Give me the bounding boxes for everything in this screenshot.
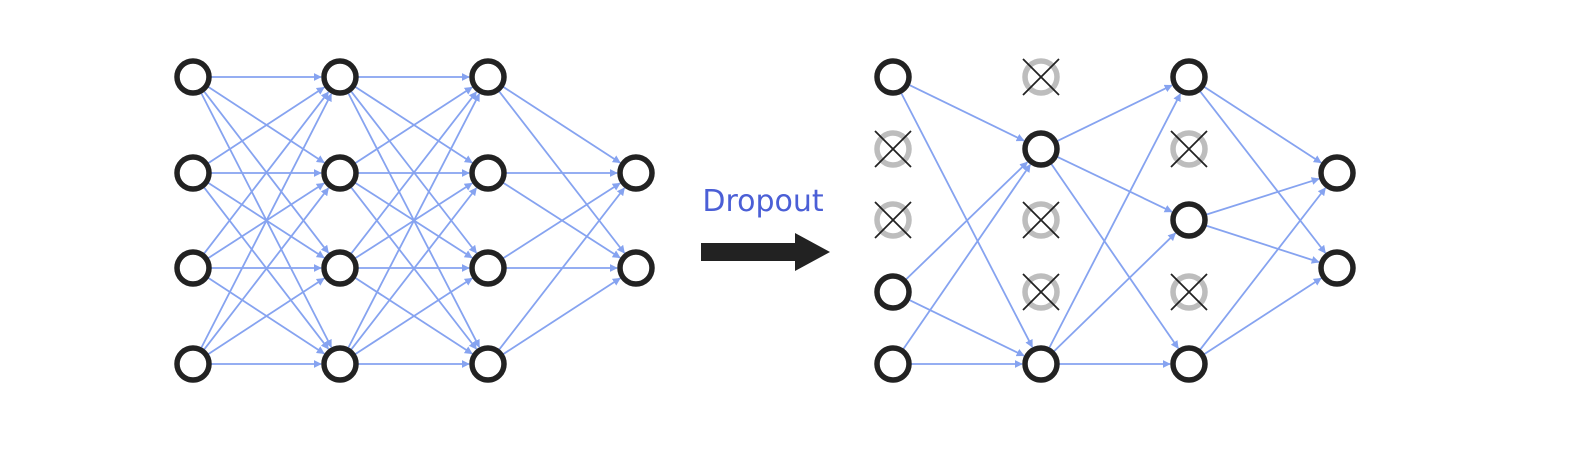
connection-edge — [347, 93, 481, 349]
dropped-neuron — [1022, 58, 1060, 96]
neuron — [469, 249, 507, 287]
connection-edge — [1203, 86, 1322, 164]
dropped-cross-icon — [874, 201, 912, 239]
dropped-neuron — [1170, 130, 1208, 168]
dropped-neuron — [1170, 273, 1208, 311]
full-network-nodes — [174, 58, 655, 383]
neuron — [1318, 249, 1356, 287]
connection-edge — [203, 187, 330, 351]
full-network — [174, 58, 655, 383]
neuron — [469, 58, 507, 96]
connection-edge — [502, 277, 621, 355]
dropped-cross-icon — [1022, 201, 1060, 239]
right-arrow-icon — [701, 233, 830, 271]
connection-edge — [350, 187, 478, 351]
dropout-network-edges — [900, 84, 1327, 368]
dropout-network-nodes — [874, 58, 1356, 383]
connection-edge — [908, 299, 1025, 357]
connection-edge — [905, 161, 1028, 281]
connection-edge — [1056, 84, 1173, 142]
neuron — [321, 154, 359, 192]
neuron — [617, 249, 655, 287]
neuron — [1318, 154, 1356, 192]
neuron — [321, 345, 359, 383]
connection-edge — [502, 182, 621, 260]
connection-edge — [1199, 90, 1327, 254]
connection-edge — [203, 91, 330, 255]
connection-edge — [908, 84, 1025, 142]
neuron — [469, 154, 507, 192]
full-network-edges — [200, 73, 626, 368]
dropped-neuron — [874, 201, 912, 239]
dropout-network — [874, 58, 1356, 383]
connection-edge — [502, 86, 621, 164]
connection-edge — [200, 93, 333, 349]
neuron — [321, 249, 359, 287]
neuron — [617, 154, 655, 192]
connection-edge — [1199, 187, 1327, 351]
connection-edge — [1050, 163, 1179, 349]
dropped-cross-icon — [1022, 58, 1060, 96]
connection-edge — [207, 277, 325, 355]
connection-edge — [1056, 155, 1173, 213]
neuron — [174, 58, 212, 96]
connection-edge — [1048, 93, 1182, 349]
connection-edge — [1205, 177, 1320, 216]
neuron — [469, 345, 507, 383]
dropped-neuron — [874, 130, 912, 168]
connection-edge — [207, 86, 325, 164]
neuron — [874, 58, 912, 96]
neuron — [1170, 201, 1208, 239]
dropout-transition: Dropout — [701, 184, 830, 271]
connection-edge — [498, 187, 626, 351]
connection-edge — [350, 91, 478, 255]
neuron — [174, 249, 212, 287]
dropped-neuron — [1022, 273, 1060, 311]
dropped-cross-icon — [1022, 273, 1060, 311]
neuron — [874, 345, 912, 383]
connection-edge — [902, 164, 1031, 350]
dropped-cross-icon — [1170, 273, 1208, 311]
neuron — [874, 273, 912, 311]
connection-edge — [354, 277, 473, 355]
connection-edge — [1053, 232, 1177, 353]
connection-edge — [1205, 224, 1320, 264]
neuron — [1022, 345, 1060, 383]
connection-edge — [1203, 277, 1322, 355]
neuron — [1022, 130, 1060, 168]
neuron — [174, 345, 212, 383]
neuron — [174, 154, 212, 192]
connection-edge — [354, 86, 473, 164]
neuron — [1170, 345, 1208, 383]
dropped-neuron — [1022, 201, 1060, 239]
dropped-cross-icon — [1170, 130, 1208, 168]
dropout-label: Dropout — [702, 184, 824, 219]
neuron — [321, 58, 359, 96]
neuron — [1170, 58, 1208, 96]
dropped-cross-icon — [874, 130, 912, 168]
